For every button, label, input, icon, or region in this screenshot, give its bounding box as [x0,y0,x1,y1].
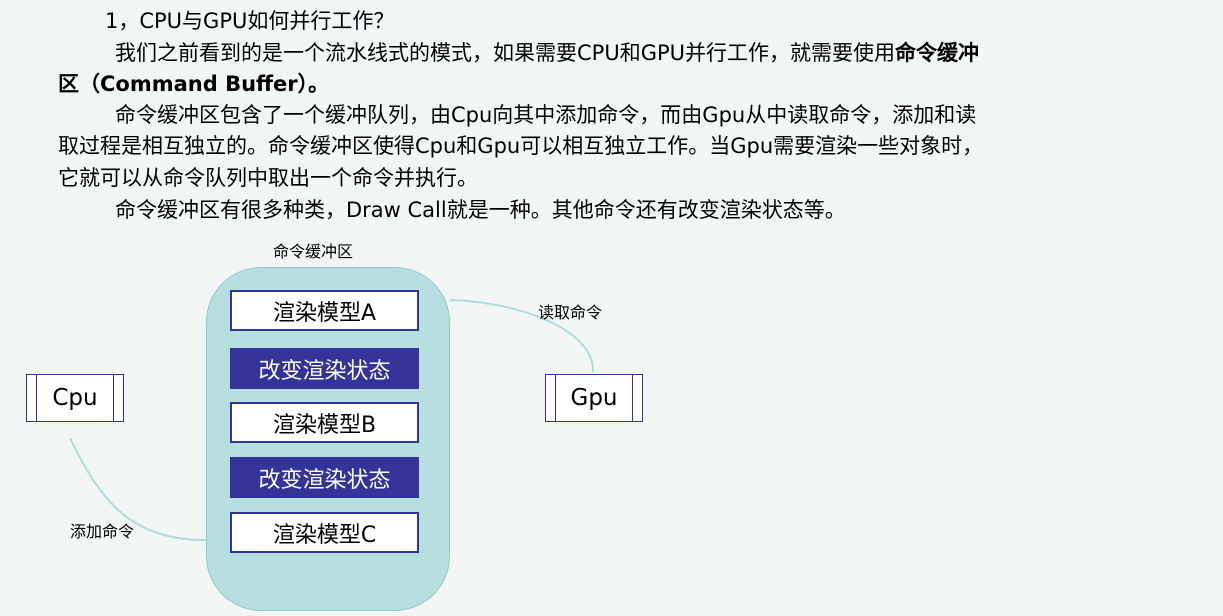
gpu-box: Gpu [545,374,643,422]
bold-term: 命令缓冲 [895,41,980,65]
buffer-title: 命令缓冲区 [273,242,354,261]
command-change-state: 改变渲染状态 [230,457,419,498]
add-command-connector [69,437,207,541]
paragraph-line: 我们之前看到的是一个流水线式的模式，如果需要CPU和GPU并行工作，就需要使用命… [115,40,979,66]
text: 我们之前看到的是一个流水线式的模式，如果需要CPU和GPU并行工作，就需要使用 [115,41,896,65]
read-command-label: 读取命令 [538,303,603,322]
cpu-box: Cpu [26,374,124,422]
bold-term: 区（Command Buffer）。 [58,72,330,96]
command-render-c: 渲染模型C [230,512,419,553]
heading: 1，CPU与GPU如何并行工作？ [105,9,395,33]
paragraph-line: 取过程是相互独立的。命令缓冲区使得Cpu和Gpu可以相互独立工作。当Gpu需要渲… [58,134,984,158]
paragraph-line: 命令缓冲区有很多种类，Draw Call就是一种。其他命令还有改变渲染状态等。 [115,198,846,222]
command-render-a: 渲染模型A [230,290,419,331]
read-command-connector [449,299,595,373]
command-render-b: 渲染模型B [230,402,419,443]
command-change-state: 改变渲染状态 [230,348,419,389]
add-command-label: 添加命令 [70,522,135,541]
paragraph-line: 它就可以从命令队列中取出一个命令并执行。 [58,166,478,190]
paragraph-line: 命令缓冲区包含了一个缓冲队列，由Cpu向其中添加命令，而由Gpu从中读取命令，添… [115,103,977,127]
cpu-label: Cpu [52,385,98,411]
gpu-label: Gpu [570,385,618,411]
paragraph-line: 区（Command Buffer）。 [58,71,329,97]
